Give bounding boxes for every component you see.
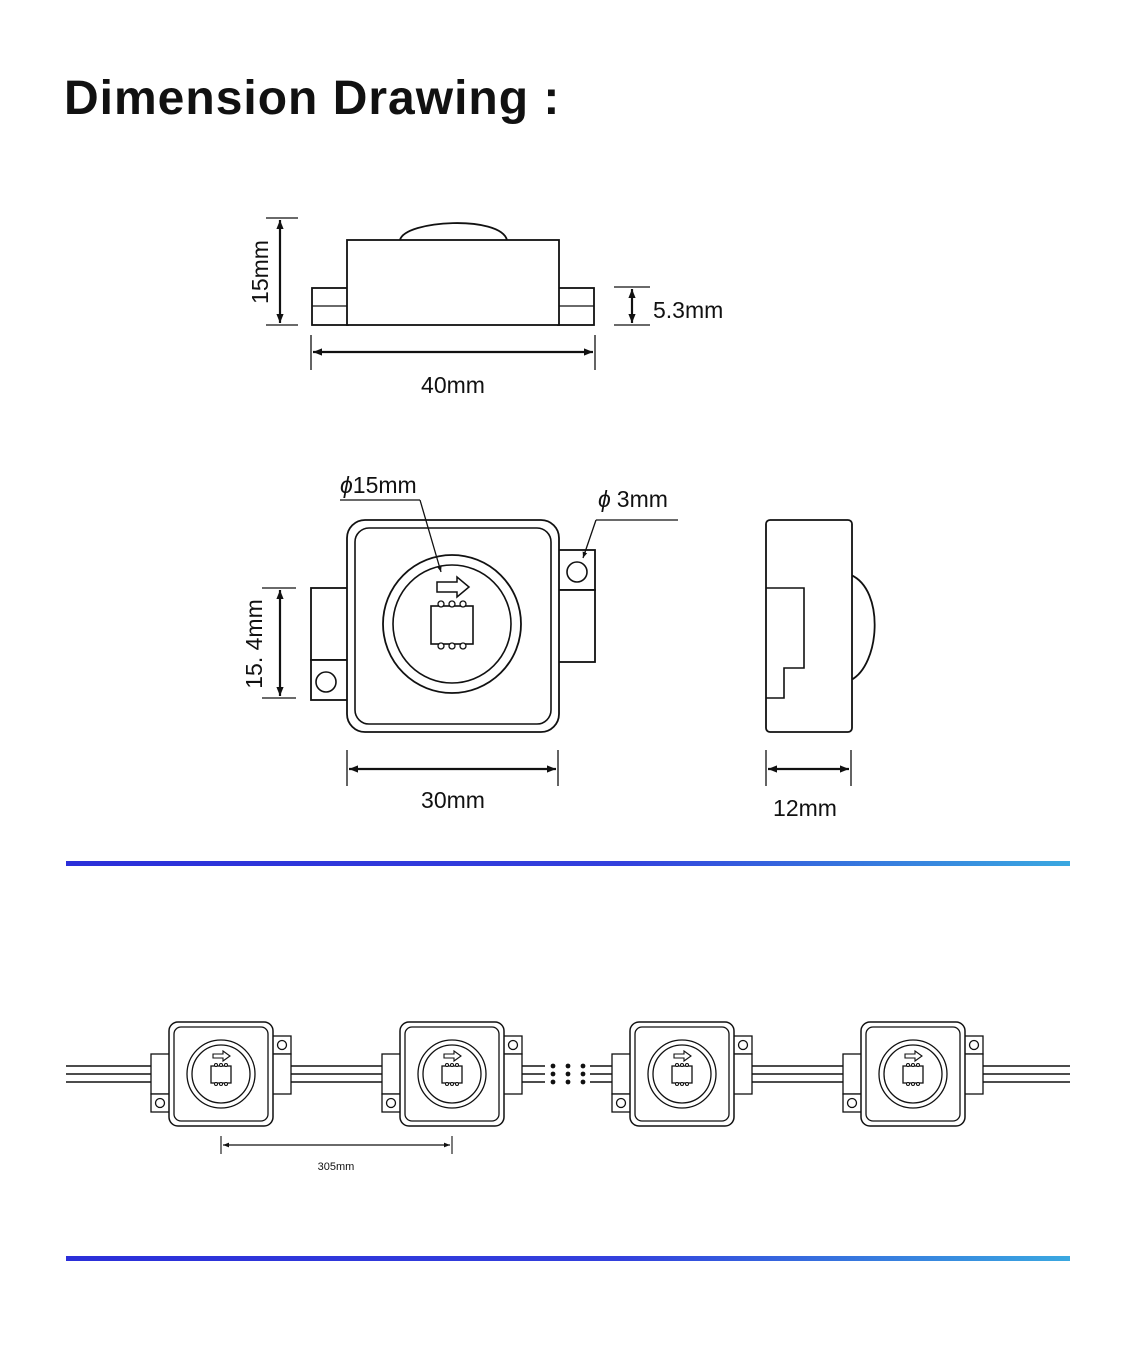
string-view [66,1021,1070,1154]
section-divider-2 [66,1256,1070,1261]
continuation-dots [550,1063,586,1085]
width-40-dimension-label: 40mm [421,372,485,398]
profile-view [765,519,876,786]
led-module-3 [611,1021,753,1127]
height-dimension-label: 15mm [247,240,273,304]
diameter-symbol: ϕ [340,472,353,498]
section-divider-1 [66,861,1070,866]
hole-diameter-value: 3mm [617,486,668,512]
flange-height-dimension-label: 15. 4mm [241,599,267,688]
lens-diameter-label: ϕ15mm [340,472,417,498]
depth-12-dimension-label: 12mm [773,795,837,821]
led-module-2 [381,1021,523,1127]
width-30-dimension-label: 30mm [421,787,485,813]
lens-diameter-value: 15mm [353,472,417,498]
page-title: Dimension Drawing : [64,72,561,125]
tab-height-dimension-label: 5.3mm [653,297,723,323]
led-module-4 [842,1021,984,1127]
led-module-1 [150,1021,292,1127]
pitch-dimension [220,1136,453,1154]
side-view [266,217,650,370]
diameter-symbol: ϕ [598,486,611,512]
pitch-305-dimension-label: 305mm [318,1161,355,1173]
front-view [262,499,678,786]
